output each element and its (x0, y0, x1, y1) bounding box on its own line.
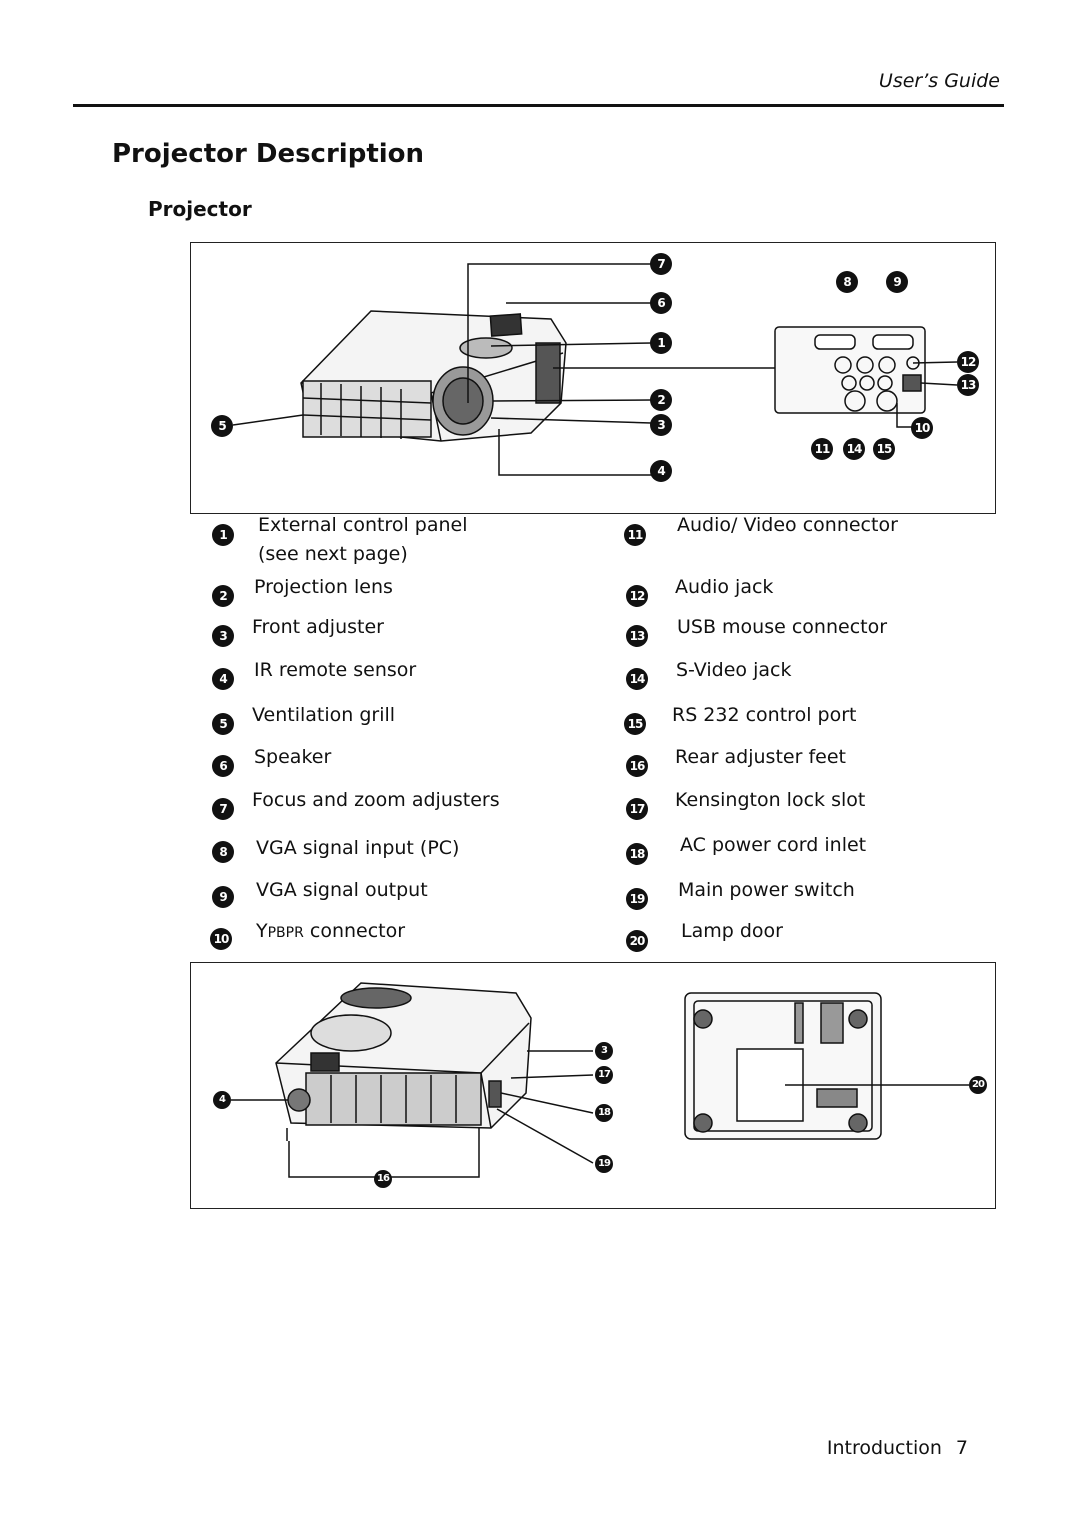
callout-4: 4 (650, 460, 672, 482)
legend-num-11: 11 (624, 524, 646, 546)
legend-label-12: Audio jack (675, 576, 774, 598)
callout-7: 7 (650, 253, 672, 275)
legend-num-6: 6 (212, 755, 234, 777)
legend-label-10-pbpr: PBPR (267, 925, 304, 941)
callout-12: 12 (957, 351, 979, 373)
legend-label-2: Projection lens (254, 576, 393, 598)
page-footer: Introduction 7 (827, 1437, 968, 1459)
callout-13: 13 (957, 374, 979, 396)
legend-label-14: S-Video jack (676, 659, 792, 681)
legend-label-8: VGA signal input (PC) (256, 837, 460, 859)
callout-9: 9 (886, 271, 908, 293)
projector-front-illustration (232, 263, 958, 476)
callout-15: 15 (873, 438, 895, 460)
legend-num-16: 16 (626, 755, 648, 777)
legend-num-7: 7 (212, 798, 234, 820)
legend-num-1: 1 (212, 524, 234, 546)
legend-label-17: Kensington lock slot (675, 789, 866, 811)
callout-10: 10 (911, 417, 933, 439)
legend-num-3: 3 (212, 625, 234, 647)
rear-bottom-view-figure: 3 17 18 19 4 16 20 (190, 962, 996, 1209)
legend-num-18: 18 (626, 843, 648, 865)
legend-num-9: 9 (212, 886, 234, 908)
callout-20: 20 (969, 1076, 987, 1094)
legend-num-8: 8 (212, 841, 234, 863)
legend-label-5: Ventilation grill (252, 704, 396, 726)
legend-label-4: IR remote sensor (254, 659, 417, 681)
callout-2: 2 (650, 389, 672, 411)
legend-label-15: RS 232 control port (672, 704, 857, 726)
callout-6: 6 (650, 292, 672, 314)
callout-1: 1 (650, 332, 672, 354)
header-rule (73, 104, 1004, 107)
legend-num-19: 19 (626, 888, 648, 910)
legend-label-13: USB mouse connector (677, 616, 888, 638)
callout-3: 3 (650, 414, 672, 436)
legend-label-10: YPBPR connector (256, 920, 405, 942)
callout-8: 8 (836, 271, 858, 293)
legend-num-5: 5 (212, 713, 234, 735)
legend-label-9: VGA signal output (256, 879, 428, 901)
legend-label-10-rest: connector (303, 920, 406, 942)
callout-19: 19 (595, 1155, 613, 1173)
legend-label-1: External control panel (258, 514, 468, 536)
running-head: User’s Guide (878, 70, 1000, 92)
callout-16: 16 (374, 1170, 392, 1188)
section-heading: Projector (148, 197, 252, 221)
legend-label-6: Speaker (254, 746, 332, 768)
callout-14: 14 (843, 438, 865, 460)
legend-label-16: Rear adjuster feet (675, 746, 846, 768)
page-number: 7 (955, 1437, 968, 1459)
projector-rear-bottom-illustration (231, 982, 969, 1178)
page-title: Projector Description (112, 139, 425, 169)
legend-label-10-y: Y (256, 920, 268, 942)
legend-num-13: 13 (626, 625, 648, 647)
legend-label-7: Focus and zoom adjusters (252, 789, 500, 811)
legend-num-14: 14 (626, 668, 648, 690)
callout-11: 11 (811, 438, 833, 460)
callout-18: 18 (595, 1104, 613, 1122)
legend-label-11: Audio/ Video connector (677, 514, 898, 536)
callout-4-rear: 4 (213, 1091, 231, 1109)
legend-num-4: 4 (212, 668, 234, 690)
legend-label-18: AC power cord inlet (680, 834, 867, 856)
legend-num-17: 17 (626, 798, 648, 820)
legend-label-20: Lamp door (681, 920, 783, 942)
legend-num-20: 20 (626, 930, 648, 952)
callout-5: 5 (211, 415, 233, 437)
legend-label-3: Front adjuster (252, 616, 384, 638)
legend-label-1-cont: (see next page) (258, 543, 408, 565)
legend-num-12: 12 (626, 585, 648, 607)
legend-num-15: 15 (624, 713, 646, 735)
front-view-figure: 7 6 1 2 3 4 5 8 9 12 13 10 11 14 15 (190, 242, 996, 514)
footer-section: Introduction (826, 1437, 942, 1459)
legend-num-2: 2 (212, 585, 234, 607)
callout-17: 17 (595, 1066, 613, 1084)
legend-num-10: 10 (210, 928, 232, 950)
callout-3-rear: 3 (595, 1042, 613, 1060)
legend-label-19: Main power switch (678, 879, 855, 901)
